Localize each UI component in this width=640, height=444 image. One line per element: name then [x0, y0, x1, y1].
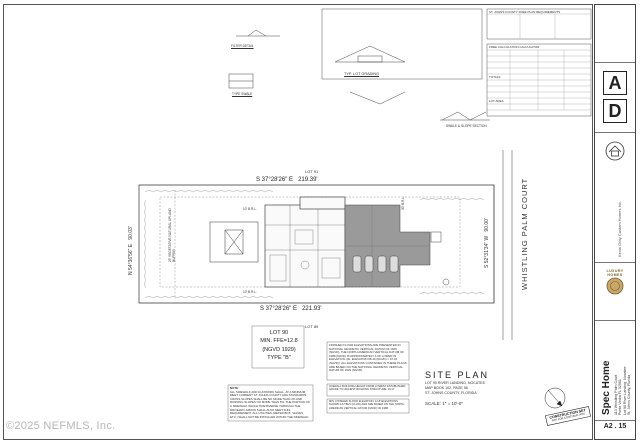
brand-seal-icon	[606, 277, 624, 295]
address-line-4: St. Johns County, Florida	[627, 374, 632, 415]
lot-number: LOT 90	[269, 330, 289, 336]
sheet-border	[3, 4, 593, 440]
construction-stamp	[545, 406, 591, 426]
project-name: Spec Home	[601, 360, 612, 415]
bearing-bottom: S 37°28'26" E 221.93'	[260, 306, 322, 312]
lot-type: TYPE "B"	[267, 355, 291, 362]
setback-top: 10' B.R.L.	[243, 207, 257, 211]
setback-bottom: 10' B.R.L.	[243, 290, 257, 294]
elevation-note: MIN. FINISHED FLOOR ELEVATION: 12.8' ELE…	[329, 400, 405, 410]
site-plan-legal: LOT 90 RIVER LANDING, NOCATEE MAP BOOK 1…	[425, 381, 485, 396]
swale-label: TYPE SWALE	[232, 92, 253, 96]
car-3	[377, 255, 387, 273]
sidewalk-note-box	[227, 384, 314, 422]
mls-watermark: ©2025 NEFMLS, Inc.	[6, 420, 116, 432]
min-ffe: MIN. FFE=12.8	[260, 338, 298, 345]
bearing-top: S 37°28'26" E 219.39'	[256, 177, 318, 183]
datum-note-box	[326, 341, 410, 381]
title-block: A D Kevin Gray Custom Homes Inc. LUXURY …	[594, 4, 636, 440]
tb-company: Kevin Gray Custom Homes Inc.	[595, 133, 635, 263]
tb-brand: LUXURY HOMES	[595, 263, 635, 321]
datum-note: FINISHED FLOOR ELEVATIONS ARE PRESENTED …	[329, 343, 407, 373]
sidewalk-note: NOTE: ALL SIDEWALK AND FLATWORK SHALL, A…	[230, 386, 312, 419]
setback-right: 30' B.R.L.	[401, 196, 405, 210]
sidewalk-note-heading: NOTE:	[230, 386, 239, 390]
elevation-note-box	[326, 398, 410, 414]
buffer-left: 25' VEGETATIVE NATURAL UPLAND BUFFER	[168, 208, 176, 262]
calculator-heading: FREE CALCULATION CALCULATOR	[489, 45, 540, 49]
home-logo-icon	[605, 141, 625, 161]
bearing-left: N 54°36'56" E 90.03'	[128, 226, 134, 275]
sheet-number: A2 . 15	[603, 423, 627, 430]
height-note-box	[326, 383, 410, 397]
site-plan-title: SITE PLAN	[425, 370, 490, 380]
lot-label-box	[251, 325, 305, 369]
drawing-scale: SCALE: 1" = 10'-0"	[425, 401, 463, 406]
filter-detail-label: FILTER DETAIL	[231, 44, 254, 48]
pool	[224, 229, 244, 255]
brand-name: LUXURY HOMES	[606, 269, 624, 277]
tb-revisions	[595, 5, 635, 63]
street-name: WHISTLING PALM COURT	[520, 177, 529, 290]
legal-line-1: LOT 90 RIVER LANDING, NOCATEE	[425, 381, 485, 385]
calculator-total: TOTALS	[489, 75, 501, 79]
swale-section-label: SWALE & SLOPE SECTION	[446, 124, 487, 128]
ngvd-datum: (NGVD 1929)	[262, 346, 296, 353]
car-4	[389, 255, 399, 273]
lot-grading-label: TYP. LOT GRADING	[344, 72, 380, 76]
requirements-heading: ST. JOHNS COUNTY FREE PLAN REQUIREMENTS	[489, 10, 561, 14]
legal-line-3: ST. JOHNS COUNTY, FLORIDA	[425, 391, 477, 395]
lanai	[209, 221, 259, 263]
car-2	[364, 255, 374, 273]
tb-marks: A D	[595, 63, 635, 133]
height-note: OVERALL BUILDING HEIGHT FROM LOWEST ESTA…	[329, 385, 406, 392]
legal-line-2: MAP BOOK 102, PAGE 56	[425, 386, 468, 390]
bearing-right: S 52°31'34" W 90.00'	[484, 218, 490, 268]
house-footprint	[264, 204, 346, 288]
requirements-table-box	[486, 8, 592, 40]
tb-project: Spec Home 113 Whistling Palm Court Ponte…	[595, 321, 635, 421]
calculator-lot-area: LOT AREA	[489, 99, 504, 103]
project-address: 113 Whistling Palm Court Ponte Vedra FL …	[614, 366, 632, 415]
lot-grading-detail-box	[321, 8, 483, 80]
lot-top-label: LOT 91	[305, 169, 319, 174]
north-arrow	[544, 387, 566, 409]
mark-d: D	[603, 99, 627, 123]
sidewalk-note-text: ALL SIDEWALK AND FLATWORK SHALL, AT A MI…	[230, 389, 311, 419]
lot-info: LOT 90 MIN. FFE=12.8 (NGVD 1929) TYPE "B…	[256, 329, 302, 363]
company-name: Kevin Gray Custom Homes Inc.	[617, 200, 622, 257]
car-1	[352, 255, 362, 273]
lot-bottom-label: LOT 89	[305, 324, 319, 329]
mark-a: A	[603, 71, 627, 95]
